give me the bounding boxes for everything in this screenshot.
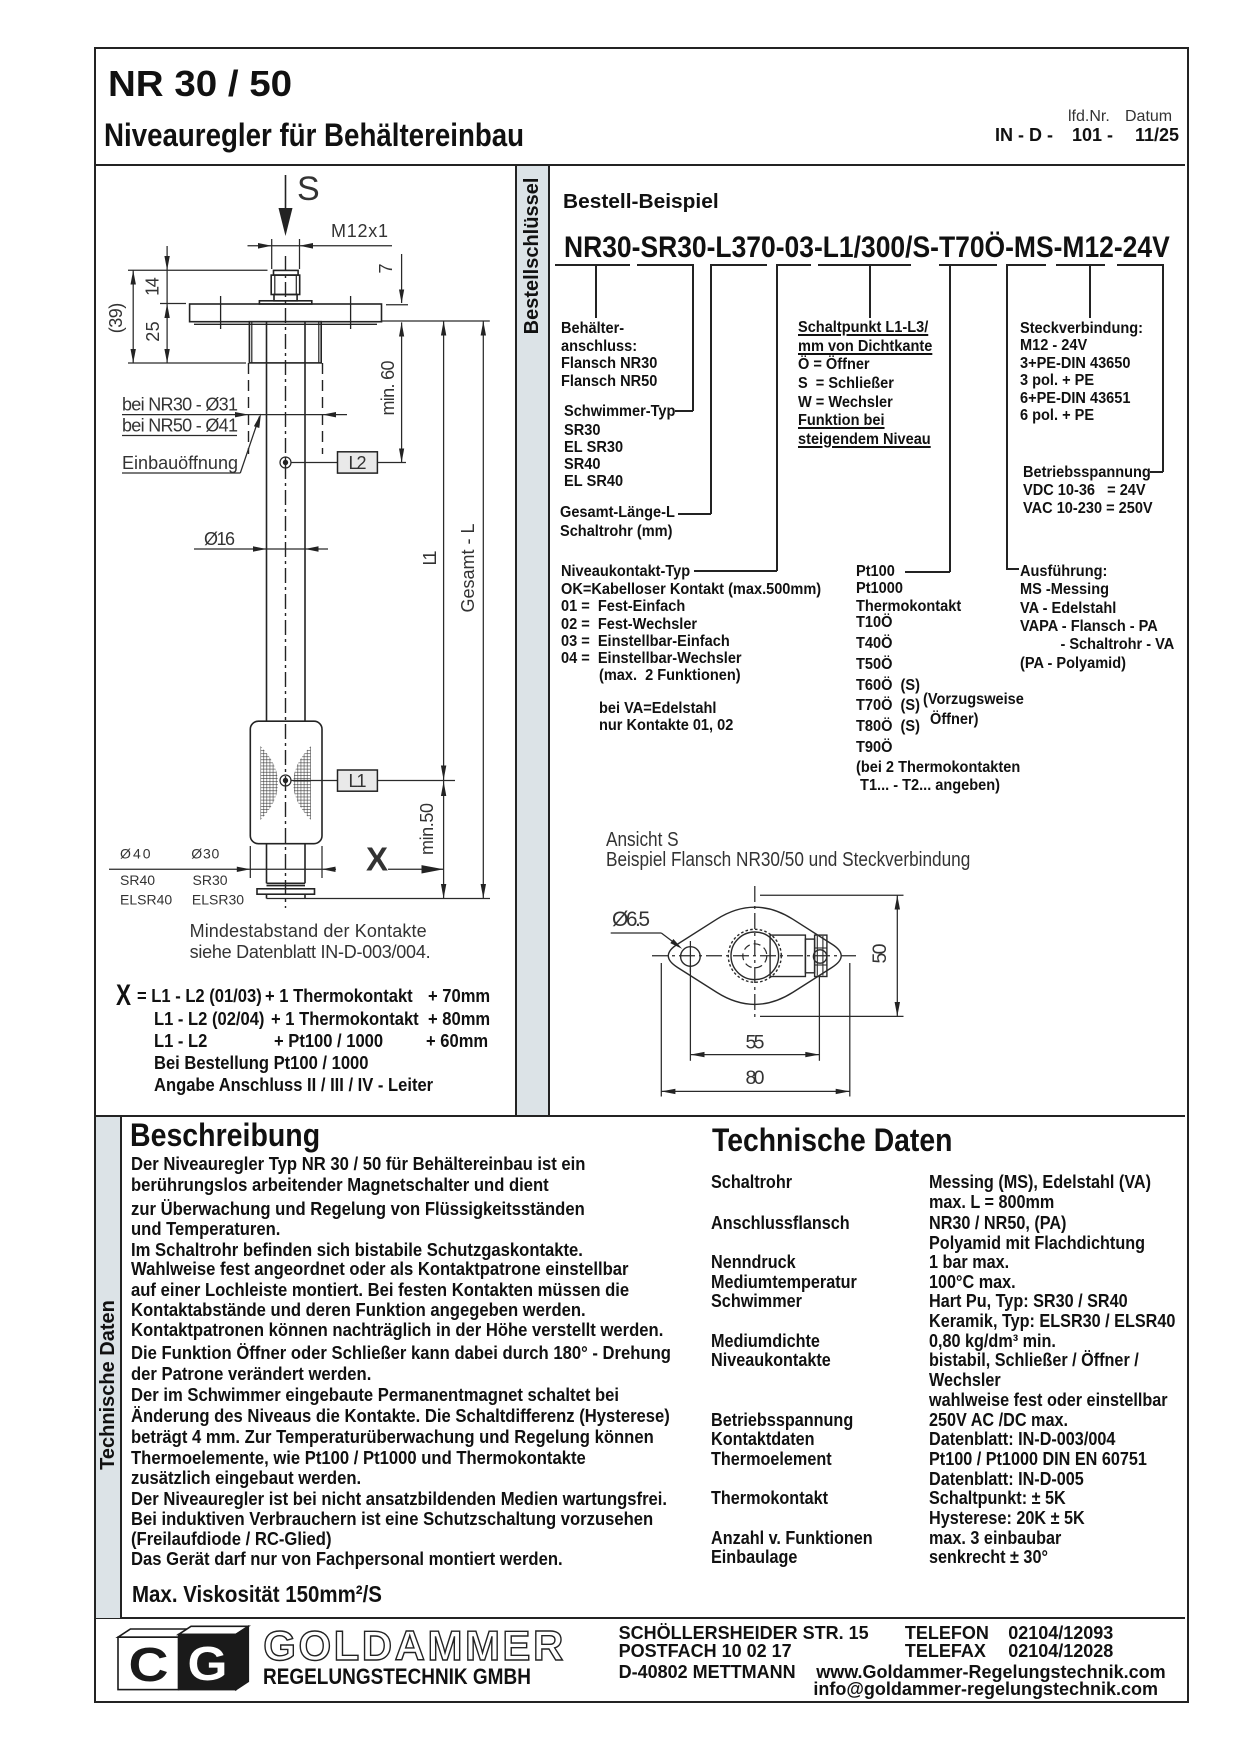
svg-text:bei NR30 - Ø31: bei NR30 - Ø31 bbox=[122, 395, 238, 415]
svg-text:M12x1: M12x1 bbox=[331, 221, 388, 241]
svg-text:min.50: min.50 bbox=[417, 803, 437, 855]
svg-text:(39): (39) bbox=[106, 303, 126, 334]
svg-text:L1: L1 bbox=[420, 551, 440, 566]
svg-text:SR30: SR30 bbox=[193, 872, 228, 888]
svg-text:Ø16: Ø16 bbox=[204, 529, 235, 549]
svg-text:S: S bbox=[297, 170, 320, 208]
svg-text:Ø6.5: Ø6.5 bbox=[612, 908, 650, 931]
svg-text:80: 80 bbox=[746, 1067, 765, 1089]
svg-text:14: 14 bbox=[143, 277, 163, 296]
svg-text:SR40: SR40 bbox=[120, 872, 155, 888]
svg-text:G: G bbox=[188, 1638, 228, 1691]
svg-text:Ø30: Ø30 bbox=[191, 845, 219, 861]
svg-text:7: 7 bbox=[376, 263, 396, 273]
svg-text:C: C bbox=[129, 1639, 169, 1692]
svg-text:ELSR40: ELSR40 bbox=[120, 892, 172, 908]
svg-text:bei NR50 - Ø41: bei NR50 - Ø41 bbox=[122, 416, 238, 436]
svg-text:X: X bbox=[366, 841, 388, 878]
svg-text:50: 50 bbox=[869, 943, 891, 963]
svg-text:55: 55 bbox=[746, 1032, 765, 1054]
svg-text:ELSR30: ELSR30 bbox=[192, 892, 244, 908]
svg-text:L2: L2 bbox=[349, 453, 367, 473]
svg-text:Mindestabstand der Kontakte: Mindestabstand der Kontakte bbox=[190, 921, 427, 941]
svg-text:Einbauöffnung: Einbauöffnung bbox=[122, 453, 238, 473]
svg-text:min. 60: min. 60 bbox=[378, 361, 398, 416]
svg-text:L1: L1 bbox=[349, 771, 367, 791]
svg-text:Ø40: Ø40 bbox=[120, 845, 151, 861]
svg-text:25: 25 bbox=[143, 321, 163, 341]
svg-text:siehe Datenblatt IN-D-003/004.: siehe Datenblatt IN-D-003/004. bbox=[190, 942, 431, 962]
svg-text:Gesamt - L: Gesamt - L bbox=[458, 524, 478, 613]
